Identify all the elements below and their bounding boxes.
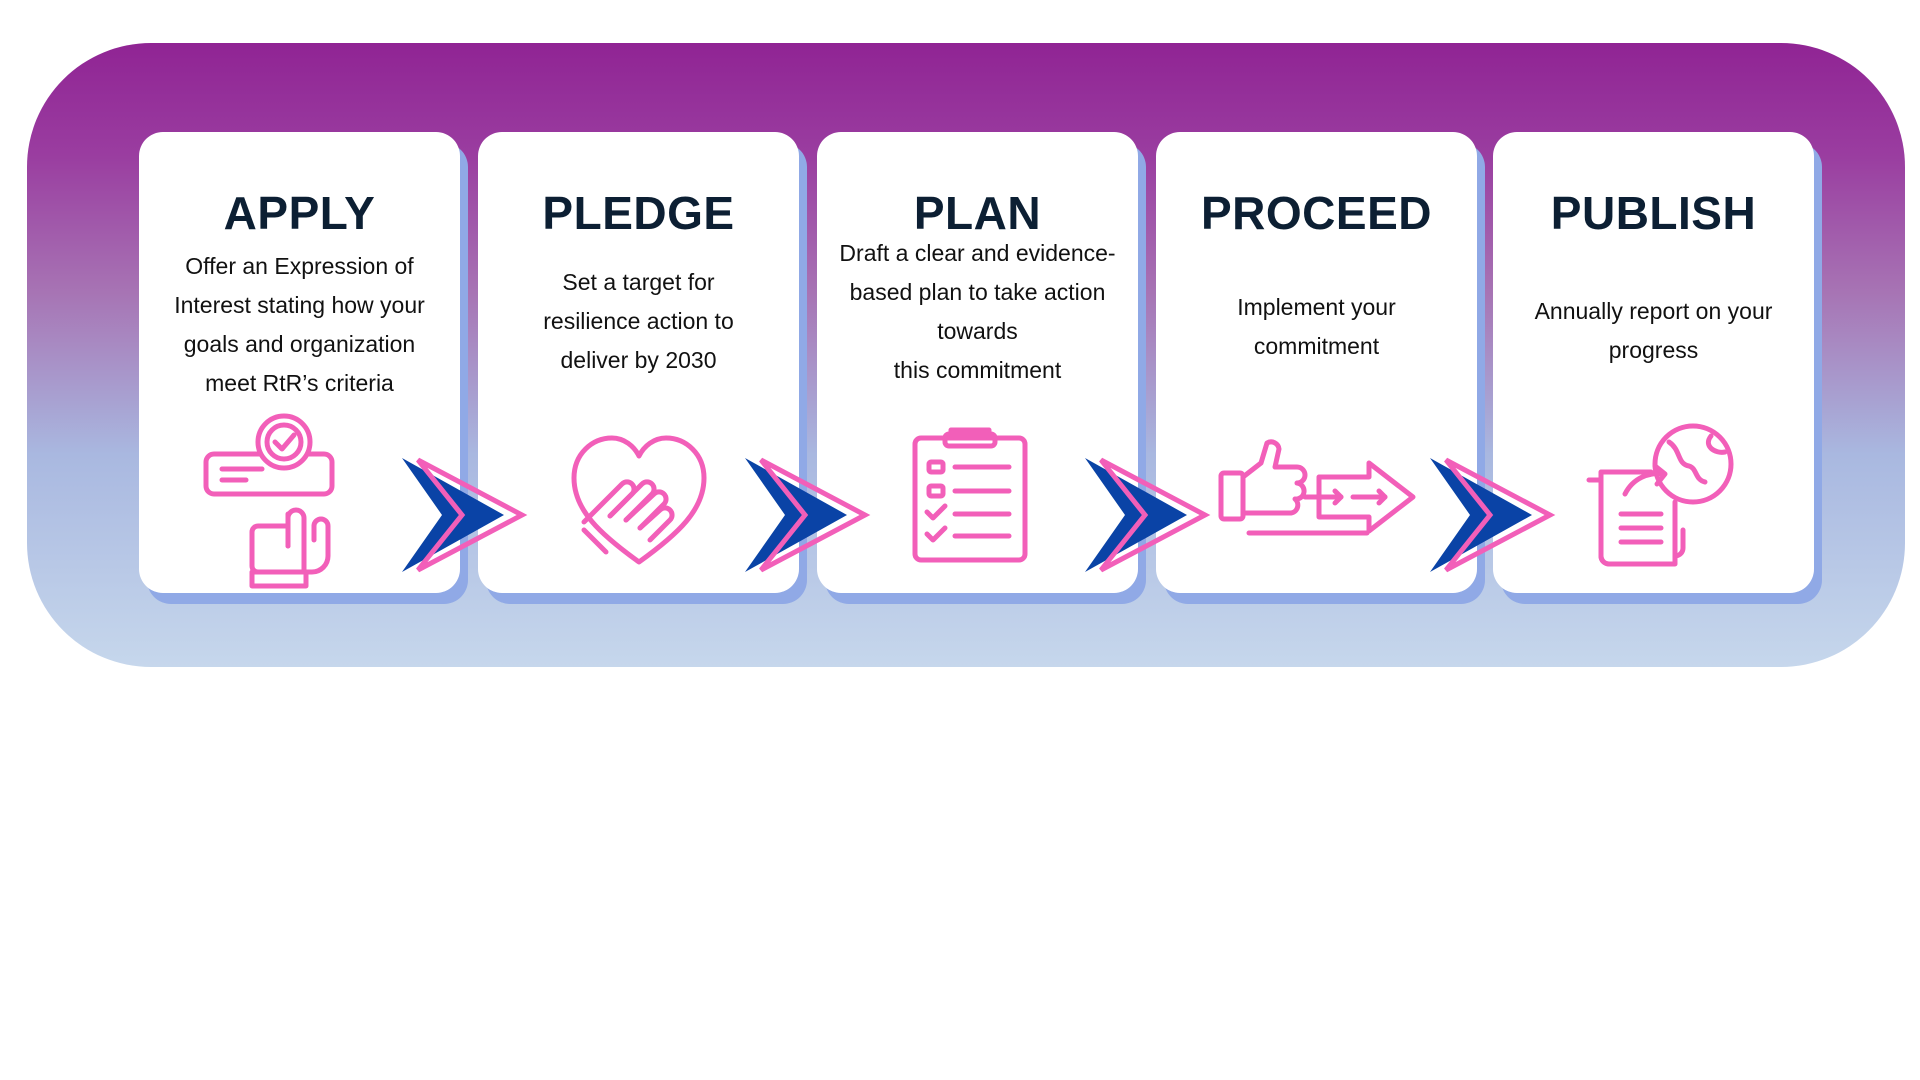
step-description-line: Offer an Expression of [185,253,414,279]
step-description: Offer an Expression of Interest stating … [149,247,450,403]
step-description-line: Implement your [1237,294,1396,320]
step-title: PUBLISH [1550,187,1757,239]
chevron-right-icon [1430,457,1556,573]
step-card-proceed: PROCEED Implement your commitment [1156,132,1477,593]
step-description: Implement your commitment [1166,288,1467,366]
step-card-plan: PLAN Draft a clear and evidence- based p… [817,132,1138,593]
step-description-line: towards [937,318,1018,344]
step-card-apply: APPLY Offer an Expression of Interest st… [139,132,460,593]
step-description: Set a target for resilience action to de… [488,263,789,380]
chevron-right-icon [745,457,871,573]
step-title: PLAN [913,187,1042,239]
thumbs-up-arrow-icon [1217,437,1417,567]
checklist-clipboard-icon [911,424,1031,564]
heart-hand-icon [570,434,708,572]
step-description-line: deliver by 2030 [560,347,717,373]
step-description-line: Annually report on your [1534,298,1773,324]
step-description-line: progress [1608,337,1699,363]
step-description-line: this commitment [893,357,1062,383]
step-description-line: Draft a clear and evidence- [839,240,1116,266]
step-description-line: commitment [1253,333,1380,359]
step-card-pledge: PLEDGE Set a target for resilience actio… [478,132,799,593]
global-report-icon [1585,422,1737,570]
chevron-right-icon [402,457,528,573]
step-description-line: Interest stating how your [174,292,425,318]
step-description-line: Set a target for [562,269,715,295]
step-description-line: meet RtR’s criteria [205,370,394,396]
step-title: APPLY [223,187,376,239]
step-title: PROCEED [1201,187,1432,239]
step-title: PLEDGE [542,187,735,239]
checkbox-click-icon [202,413,342,589]
step-description-line: goals and organization [183,331,416,357]
chevron-right-icon [1085,457,1211,573]
step-description-line: resilience action to [543,308,734,334]
step-description: Annually report on your progress [1503,292,1804,370]
step-description-line: based plan to take action [849,279,1106,305]
step-description: Draft a clear and evidence- based plan t… [827,234,1128,390]
